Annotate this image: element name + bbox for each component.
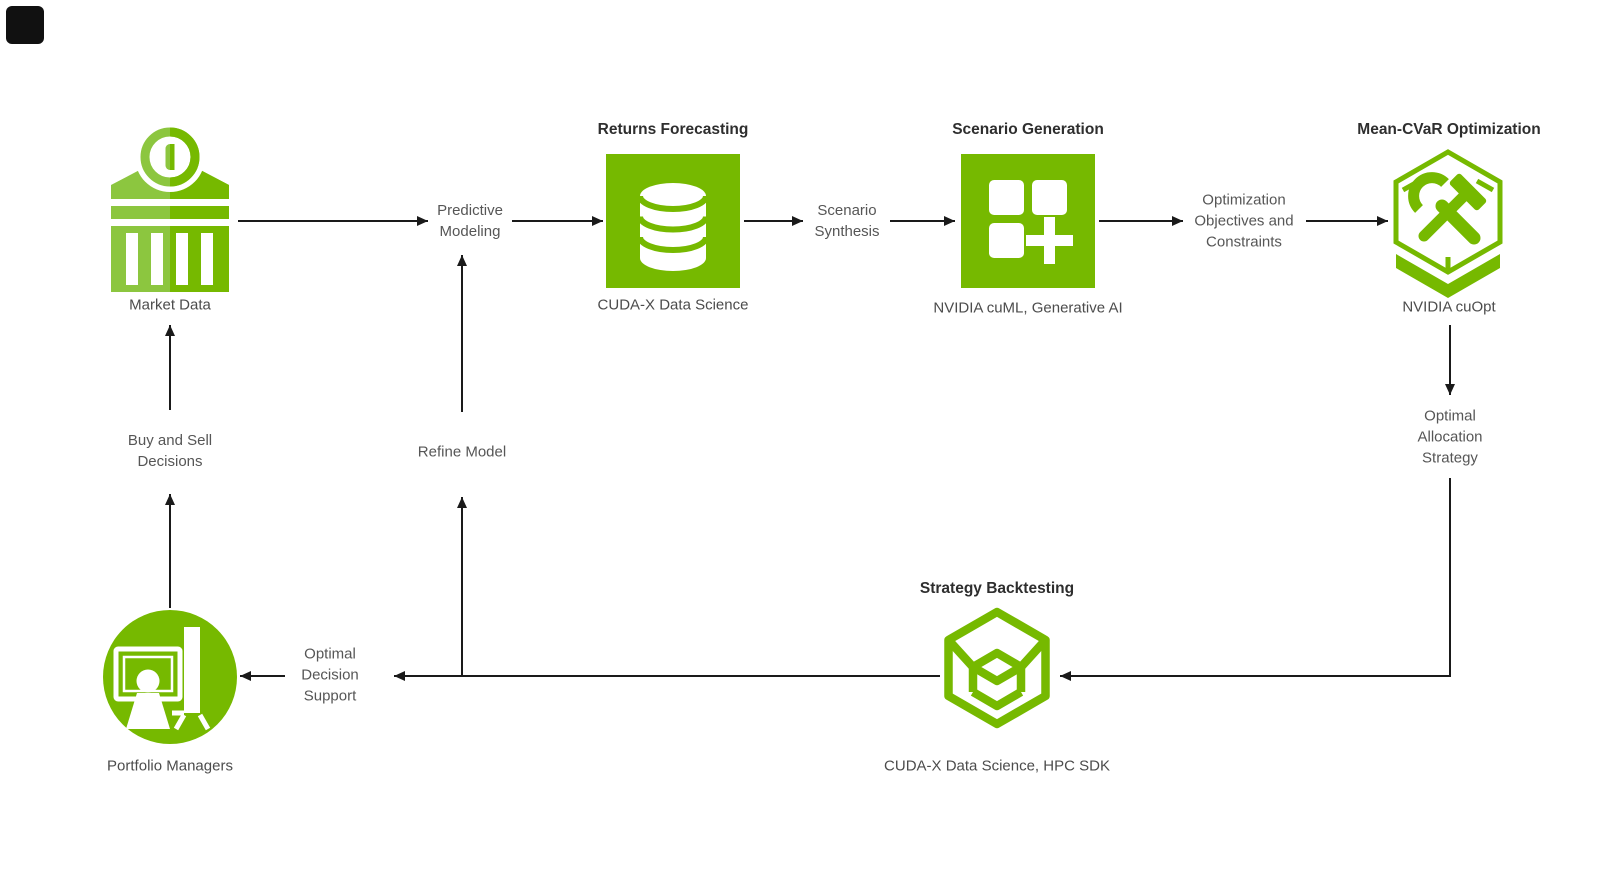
scenario-generation-title: Scenario Generation [952,121,1104,138]
grid-plus-icon [989,180,1073,264]
database-icon [637,183,709,271]
edge-label-scenario-synthesis: Scenario Synthesis [814,202,880,240]
edge-label-optimal-decision: Optimal Decision Support [301,645,359,705]
scenario-generation-block [961,154,1095,288]
market-data-label: Market Data [129,296,211,314]
strategy-backtesting-title: Strategy Backtesting [919,580,1075,597]
scenario-generation-label: NVIDIA cuML, Generative AI [933,299,1123,317]
edge-label-optimal-allocation: Optimal Allocation Strategy [1417,407,1483,467]
nested-cube-icon [944,607,1050,729]
black-square-badge [6,6,44,44]
edge-label-buy-and-sell: Buy and Sell Decisions [127,432,213,470]
returns-forecasting-title: Returns Forecasting [597,121,749,138]
returns-forecasting-block [606,154,740,288]
portfolio-managers-label: Portfolio Managers [107,757,233,775]
edge-label-optimization-objectives: Optimization Objectives and Constraints [1194,191,1294,251]
presenter-icon [103,610,237,744]
edge-label-refine-model: Refine Model [417,443,507,461]
mean-cvar-title: Mean-CVaR Optimization [1357,121,1541,138]
edge-label-predictive-modeling: Predictive Modeling [437,202,503,240]
returns-forecasting-label: CUDA-X Data Science [597,296,749,314]
strategy-backtesting-label: CUDA-X Data Science, HPC SDK [884,757,1110,775]
bank-icon [111,127,229,292]
tools-hexagon-icon [1393,149,1503,298]
mean-cvar-label: NVIDIA cuOpt [1402,298,1496,316]
